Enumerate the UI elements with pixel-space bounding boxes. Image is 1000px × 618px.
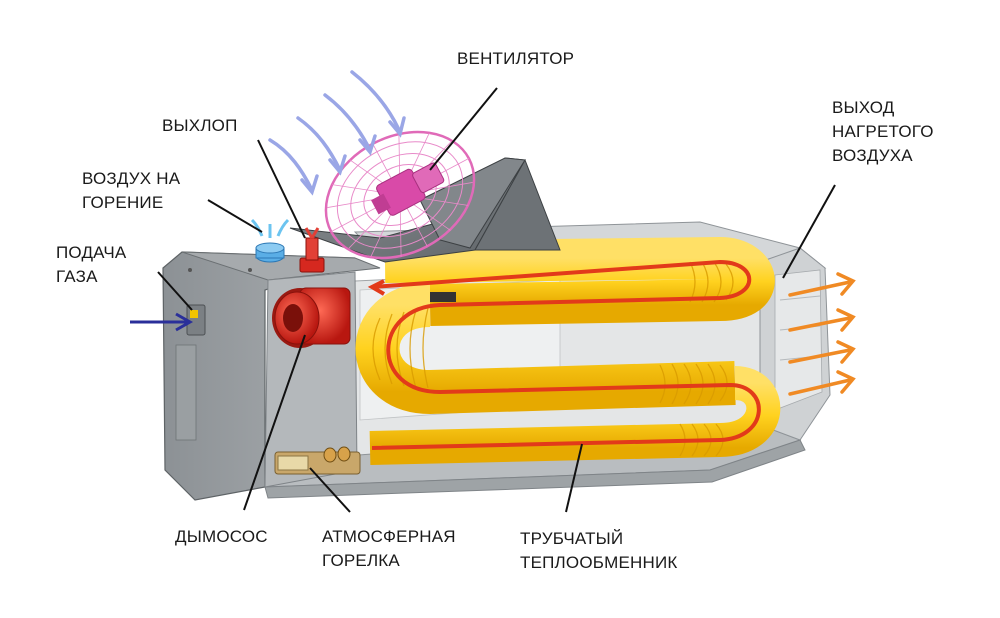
fan: [324, 130, 476, 260]
combustion-air-label: ВОЗДУХ НА ГОРЕНИЕ: [82, 169, 181, 212]
heat-exchanger-tubes: [355, 236, 781, 465]
gas-supply-arrow: [130, 312, 194, 332]
hot-air-arrows: [788, 272, 856, 396]
exhaust-pipe: [299, 227, 325, 273]
gas-inlet-fitting: [186, 304, 206, 336]
fan-label: ВЕНТИЛЯТОР: [457, 49, 575, 68]
hot-air-outlet-label: ВЫХОД НАГРЕТОГО ВОЗДУХА: [832, 98, 934, 165]
gas-supply-label: ПОДАЧА ГАЗА: [56, 243, 127, 286]
combustion-air-inlet: [250, 218, 290, 263]
intake-air-arrows: [268, 70, 406, 196]
flow-direction-arrow: [367, 279, 386, 296]
smoke-exhauster: [272, 287, 351, 348]
atmospheric-burner: [274, 446, 361, 475]
smoke-exhauster-label: ДЫМОСОС: [175, 527, 268, 546]
exhaust-label: ВЫХЛОП: [162, 116, 238, 135]
leader-lines: [157, 87, 836, 513]
atmospheric-burner-label: АТМОСФЕРНАЯ ГОРЕЛКА: [322, 527, 456, 570]
tube-heat-exchanger-label: ТРУБЧАТЫЙ ТЕПЛООБМЕННИК: [520, 529, 678, 572]
